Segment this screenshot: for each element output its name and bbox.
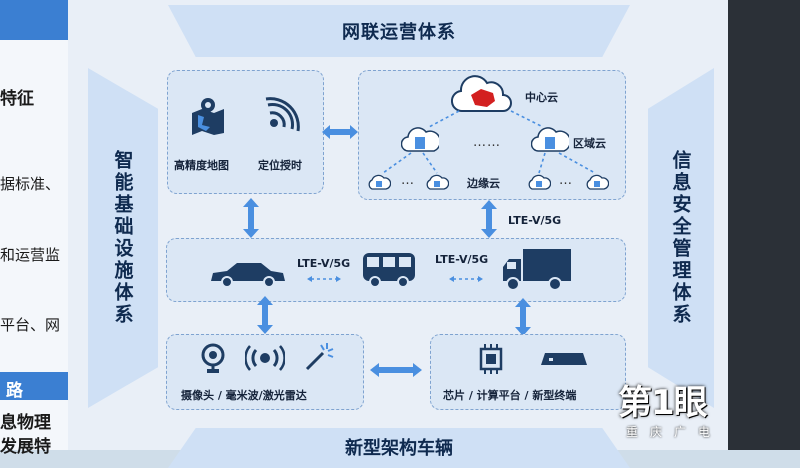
left-header-bar [0, 0, 68, 40]
edge-cloud-label: 边缘云 [467, 177, 500, 190]
edge-ellipsis-right: … [559, 173, 573, 188]
right-dark-area [728, 0, 800, 450]
left-text-line-6: 发展特 [0, 437, 51, 457]
center-cloud-label: 中心云 [525, 91, 558, 104]
vehicle-sensor-arrow-icon [257, 296, 273, 334]
chip-icon [479, 344, 503, 374]
cloud-box: 中心云 区域云 …… … 边缘云 … [358, 70, 626, 200]
map-cloud-arrow-icon [322, 125, 358, 139]
right-band-title: 信息安全管理体系 [669, 150, 692, 326]
vehicle-link-arrow-2 [449, 276, 483, 282]
sensor-label: 摄像头 / 毫米波/激光雷达 [181, 389, 307, 402]
lidar-icon [305, 343, 334, 371]
bottom-band-title: 新型架构车辆 [168, 428, 630, 468]
vehicle-link-arrow-1 [307, 276, 341, 282]
left-text-line-3: 和运营监 [0, 246, 61, 264]
tv-watermark-logo: 第1眼 重庆广电 [618, 375, 748, 445]
left-band: 智能基础设施体系 [88, 68, 158, 408]
radar-wave-icon [245, 345, 285, 371]
compute-label: 芯片 / 计算平台 / 新型终端 [443, 389, 577, 402]
top-band-title: 网联运营体系 [168, 5, 630, 57]
edge-cloud-icon-4 [586, 174, 609, 190]
region-cloud-label: 区域云 [573, 137, 606, 150]
edge-ellipsis-left: … [401, 173, 415, 188]
bus-icon [363, 253, 415, 288]
cloud-link-label: LTE-V/5G [508, 214, 562, 227]
left-text-line-2: 据标准、 [0, 175, 61, 193]
edge-cloud-icon-2 [426, 174, 449, 190]
camera-icon [201, 343, 225, 373]
sensor-box: 摄像头 / 毫米波/激光雷达 [166, 334, 364, 410]
map-positioning-box: 高精度地图 定位授时 [167, 70, 324, 194]
car-icon [211, 263, 285, 287]
left-band-title: 智能基础设施体系 [111, 150, 134, 326]
left-section-title: 路 [6, 381, 23, 401]
cloud-vehicle-arrow-icon [481, 200, 497, 238]
vehicle-compute-arrow-icon [515, 298, 531, 336]
map-icon [192, 98, 224, 135]
left-slide-panel: 特征 据标准、 和运营监 平台、网 路 息物理 发展特 [0, 0, 68, 457]
positioning-signal-icon [265, 97, 300, 132]
edge-cloud-icon-3 [528, 174, 551, 190]
positioning-label: 定位授时 [258, 159, 302, 172]
watermark-main: 第1眼 [618, 383, 708, 423]
left-text-line-1: 特征 [0, 89, 34, 109]
vehicle-box: LTE-V/5G LTE-V/5G [166, 238, 626, 302]
truck-icon [503, 249, 571, 291]
compute-box: 芯片 / 计算平台 / 新型终端 [430, 334, 626, 410]
watermark-sub: 重庆广电 [626, 425, 723, 439]
terminal-device-icon [541, 353, 587, 365]
region-cloud-icon-left [401, 127, 439, 152]
vehicle-link-label-1: LTE-V/5G [297, 257, 351, 270]
map-vehicle-arrow-icon [243, 198, 259, 238]
cloud-link-lines [382, 110, 596, 174]
vehicle-link-label-2: LTE-V/5G [435, 253, 489, 266]
sensor-compute-arrow-icon [370, 363, 422, 377]
hd-map-label: 高精度地图 [174, 159, 229, 172]
cloud-ellipsis: …… [473, 135, 501, 150]
center-cloud-icon [451, 75, 512, 113]
left-text-line-5: 息物理 [0, 413, 51, 433]
left-text-line-4: 平台、网 [0, 316, 61, 334]
right-band: 信息安全管理体系 [648, 68, 714, 408]
region-cloud-icon-right [531, 127, 569, 152]
left-section-bar: 路 [0, 372, 68, 401]
edge-cloud-icon-1 [368, 174, 391, 190]
